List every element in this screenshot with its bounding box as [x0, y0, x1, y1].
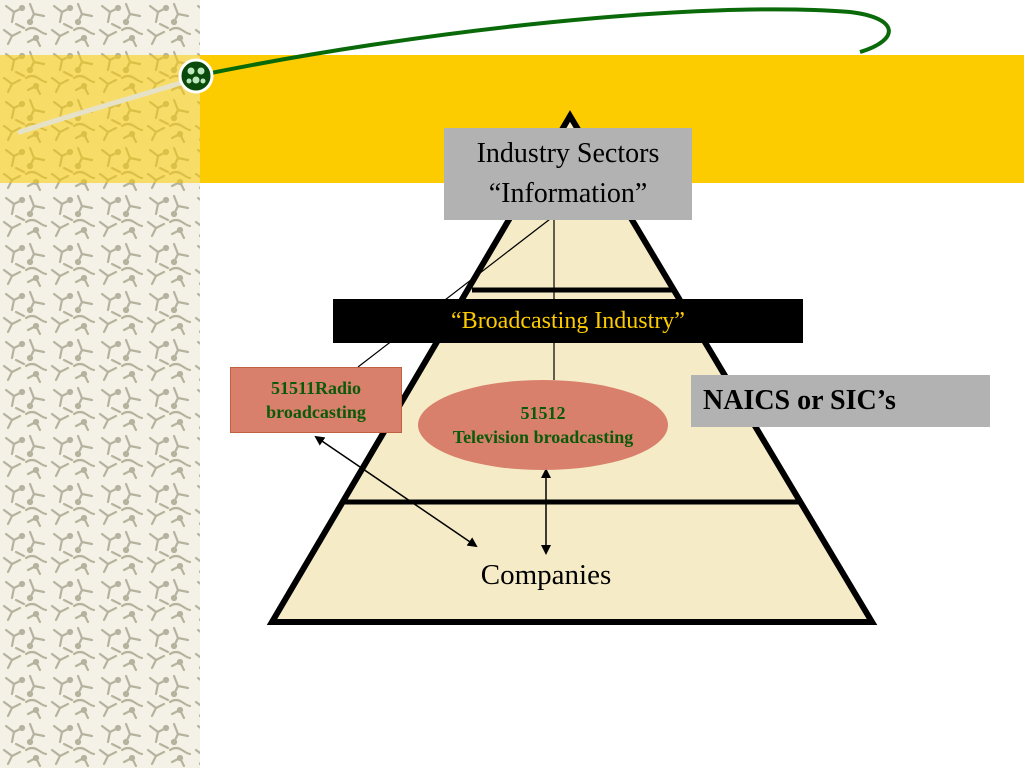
radio-name-label: broadcasting — [266, 402, 366, 422]
broadcasting-industry-bar: “Broadcasting Industry” — [333, 299, 803, 343]
orb-icon — [178, 58, 214, 94]
radio-broadcasting-box: 51511Radio broadcasting — [230, 367, 402, 433]
industry-sectors-subtitle: “Information” — [488, 178, 648, 209]
naics-sic-label: NAICS or SIC’s — [703, 385, 896, 416]
header-band-left — [0, 55, 200, 183]
radio-code-label: 51511Radio — [270, 378, 362, 398]
industry-sectors-box: Industry Sectors “Information” — [444, 128, 692, 220]
green-swoosh — [195, 7, 891, 78]
industry-sectors-title: Industry Sectors — [476, 138, 660, 169]
arrow-radio-companies — [314, 435, 478, 548]
broadcasting-industry-label: “Broadcasting Industry” — [451, 307, 685, 334]
tv-code-label: 51512 — [520, 403, 566, 423]
swoosh-tail — [17, 77, 193, 135]
tv-name-label: Television broadcasting — [452, 427, 634, 447]
naics-sic-box: NAICS or SIC’s — [691, 375, 990, 427]
companies-label-box: Companies — [446, 552, 646, 598]
companies-label: Companies — [480, 558, 612, 591]
television-broadcasting-ellipse: 51512 Television broadcasting — [418, 380, 668, 470]
